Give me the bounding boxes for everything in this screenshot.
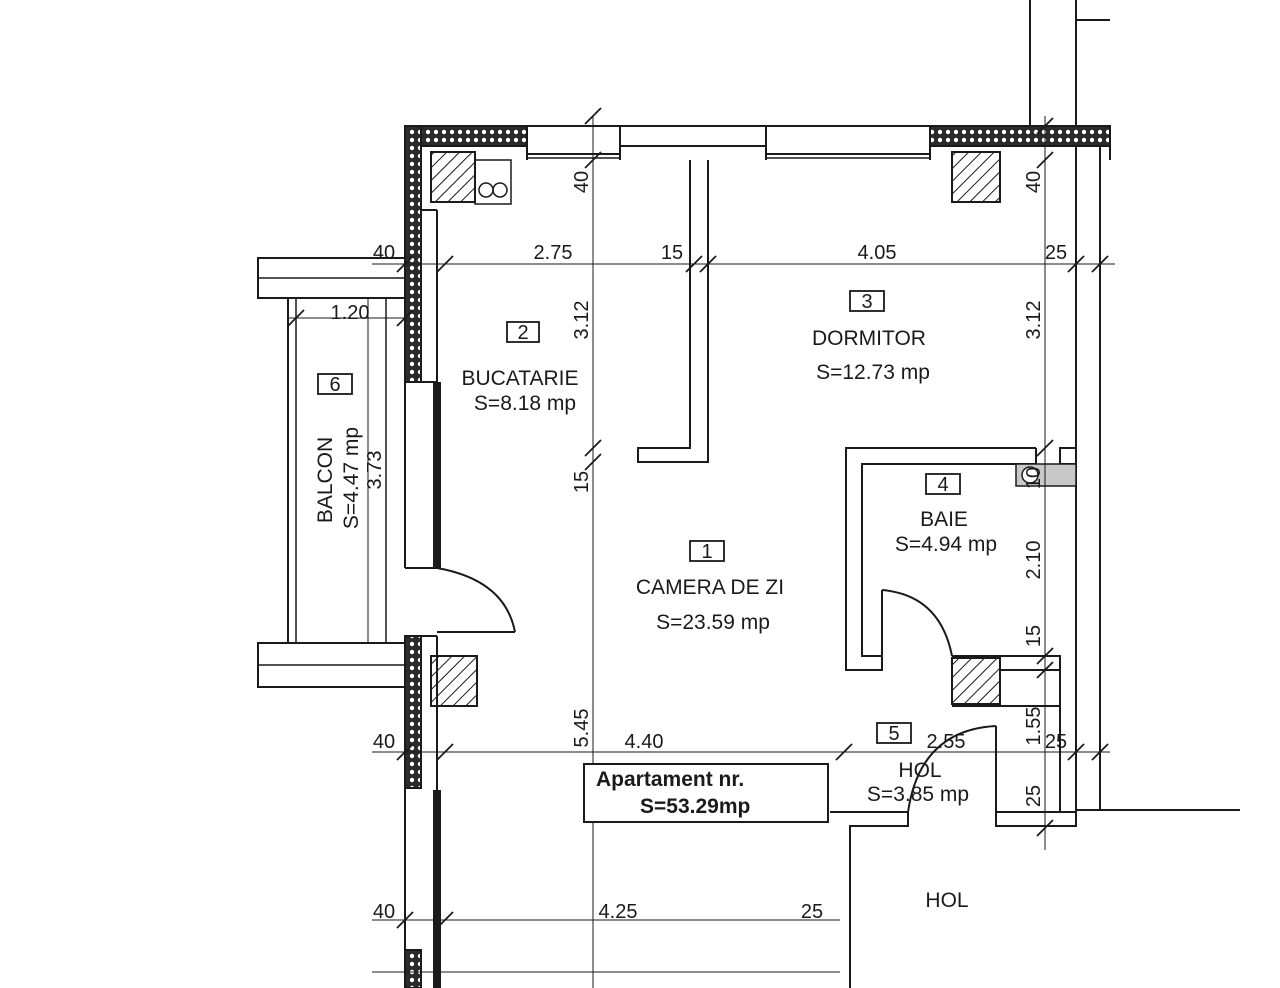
dim-living-depth: 5.45 <box>571 709 593 748</box>
dimension-lines <box>287 107 1115 988</box>
room-4-area: S=4.94 mp <box>895 533 997 556</box>
apartment-summary-box <box>583 763 829 823</box>
exterior-walls <box>404 0 1240 988</box>
sink-icon <box>474 159 512 205</box>
dim-hall-depth: 1.55 <box>1023 707 1045 746</box>
apartment-title: Apartament nr. <box>596 768 744 791</box>
balcony <box>257 257 406 688</box>
doors <box>405 567 997 813</box>
room-6-area: S=4.47 mp <box>340 427 363 529</box>
dim-bedroom-width: 4.05 <box>858 242 897 264</box>
dim-kitchen-depth: 3.12 <box>571 301 593 340</box>
dim-balcony-width: 1.20 <box>331 302 370 324</box>
room-4-name: BAIE <box>920 508 968 531</box>
room-1-number: 1 <box>701 541 712 563</box>
room-4-number: 4 <box>937 474 948 496</box>
apartment-area: S=53.29mp <box>640 795 750 818</box>
room-2-name: BUCATARIE <box>461 367 578 390</box>
dim-lower-25: 25 <box>801 901 823 923</box>
room-2-area: S=8.18 mp <box>474 392 576 415</box>
room-6-name: BALCON <box>314 437 337 523</box>
room-6-number: 6 <box>329 374 340 396</box>
room-1-area: S=23.59 mp <box>656 611 770 634</box>
dim-kitchen-width: 2.75 <box>534 242 573 264</box>
room-5-area: S=3.85 mp <box>867 783 969 806</box>
room-2-number: 2 <box>517 322 528 344</box>
dim-bath-depth: 2.10 <box>1023 541 1045 580</box>
dim-hall-width: 2.55 <box>927 731 966 753</box>
dim-top-40-left: 40 <box>373 242 395 264</box>
dim-left-40-bottom: 40 <box>373 731 395 753</box>
room-3-area: S=12.73 mp <box>816 361 930 384</box>
room-5-name: HOL <box>898 759 941 782</box>
interior-walls <box>637 160 1077 988</box>
ventilation-shafts <box>430 151 1001 707</box>
dim-left-40-lower: 40 <box>373 901 395 923</box>
outside-hall-label: HOL <box>925 889 968 912</box>
dim-bath-15: 15 <box>1023 625 1045 647</box>
dim-balcony-length: 3.73 <box>364 451 386 490</box>
dim-living-width: 4.40 <box>625 731 664 753</box>
bath-shaft-icon <box>1015 463 1077 487</box>
dim-lower-width: 4.25 <box>599 901 638 923</box>
room-3-number: 3 <box>861 291 872 313</box>
dim-bath-top-10: 10 <box>1023 467 1045 489</box>
dim-wall-25: 25 <box>1045 242 1067 264</box>
dim-top-40-mid: 40 <box>571 171 593 193</box>
dim-bedroom-depth: 3.12 <box>1023 301 1045 340</box>
dim-wall-15-mid: 15 <box>571 471 593 493</box>
room-number-boxes <box>317 290 961 744</box>
room-1-name: CAMERA DE ZI <box>636 576 784 599</box>
dim-hall-25: 25 <box>1023 785 1045 807</box>
room-5-number: 5 <box>888 723 899 745</box>
room-3-name: DORMITOR <box>812 327 926 350</box>
dim-top-40-right: 40 <box>1023 171 1045 193</box>
dim-wall-15: 15 <box>661 242 683 264</box>
dim-wall-25-right-bottom: 25 <box>1045 731 1067 753</box>
